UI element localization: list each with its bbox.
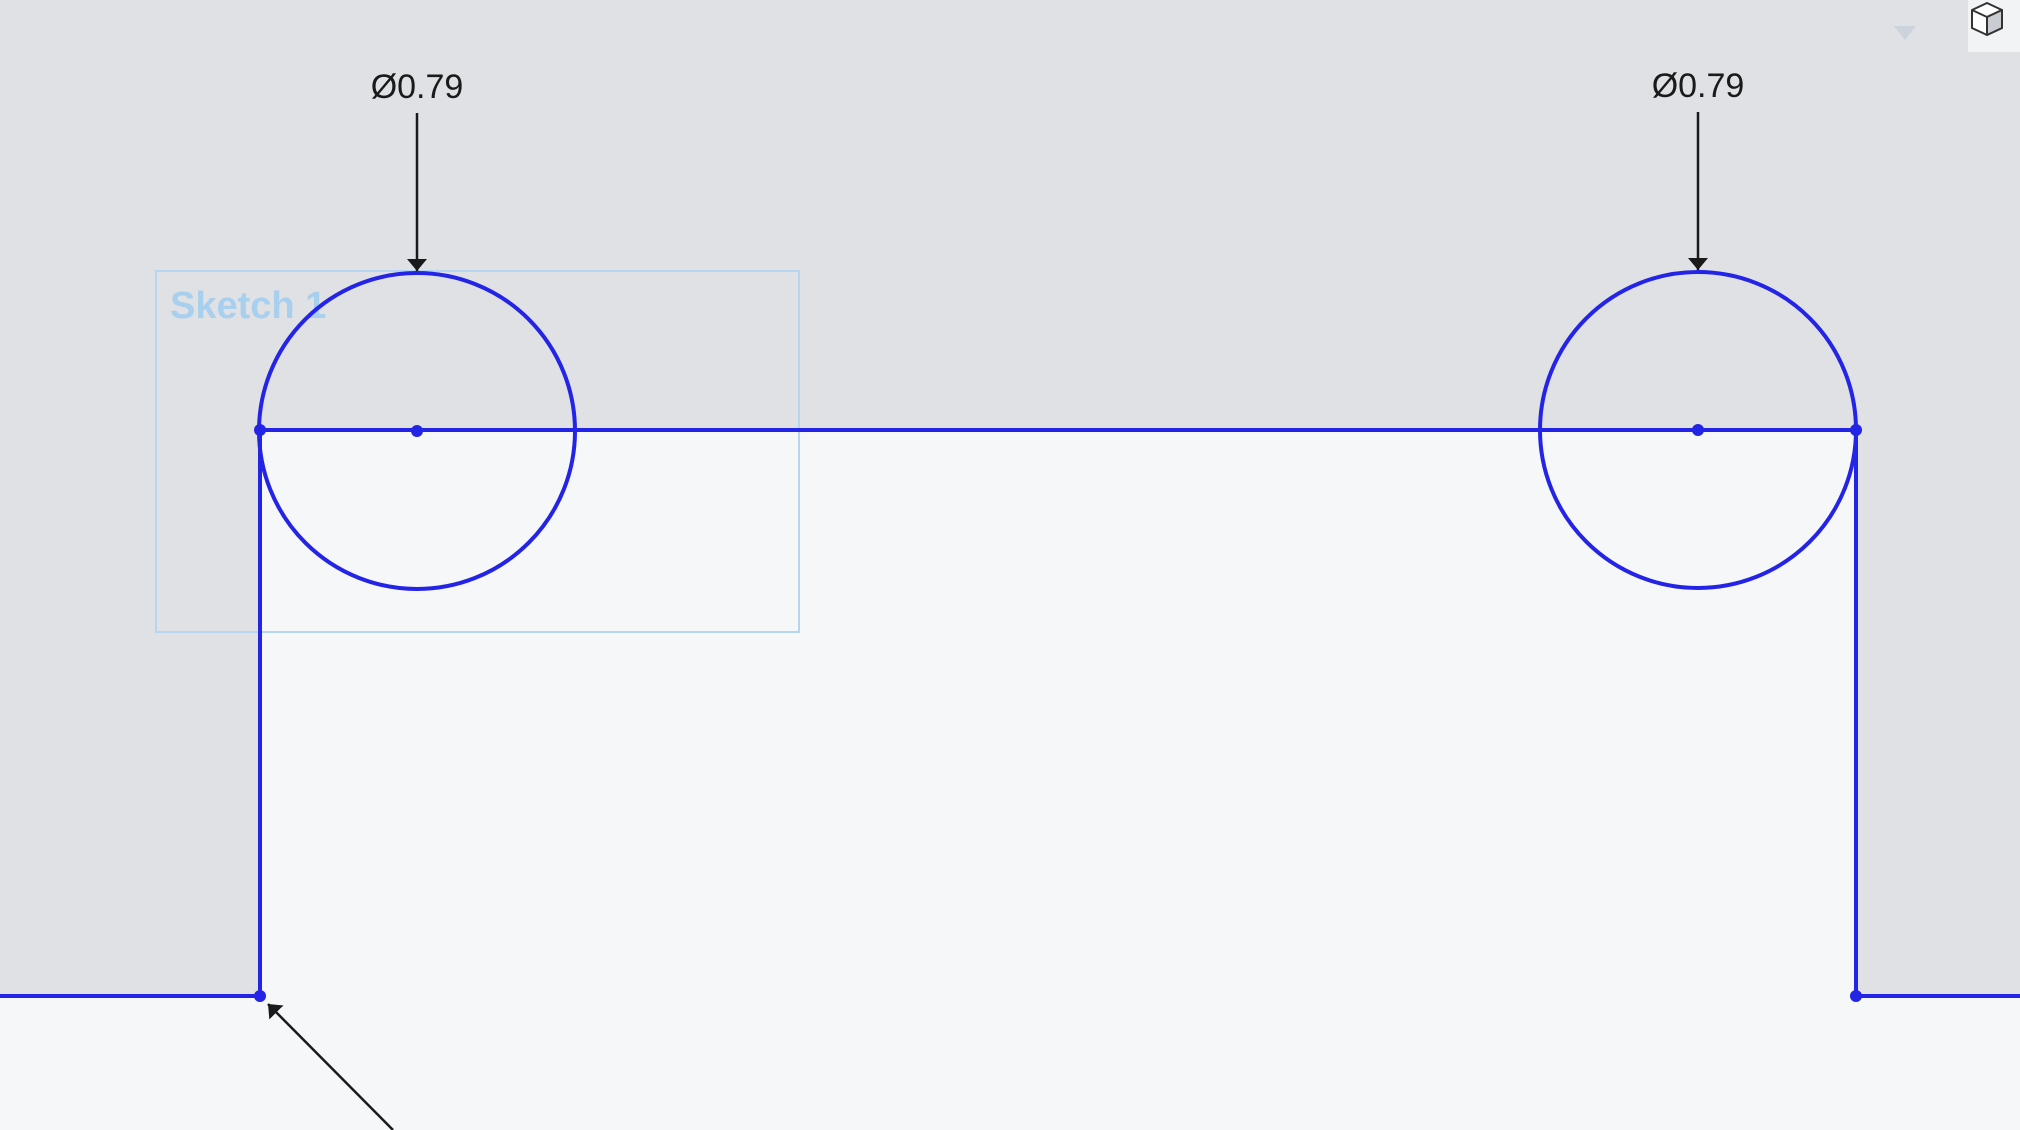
view-dropdown-button[interactable]	[1890, 18, 1920, 48]
sketch-point[interactable]	[1850, 424, 1862, 436]
sketch-bounding-box[interactable]	[155, 270, 800, 633]
triangle-down-icon	[1894, 26, 1916, 40]
view-cube-button[interactable]	[1968, 0, 2020, 52]
dimension-label-left[interactable]: Ø0.79	[371, 68, 464, 106]
dimension-leader-bottom	[267, 1003, 394, 1130]
view-cube-icon	[1971, 2, 2003, 36]
circle-center-point[interactable]	[411, 425, 423, 437]
dimension-label-right[interactable]: Ø0.79	[1652, 67, 1745, 105]
sketch-point[interactable]	[1850, 990, 1862, 1002]
sketch-label[interactable]: Sketch 1	[170, 285, 326, 327]
sketch-point[interactable]	[254, 424, 266, 436]
sketch-point[interactable]	[254, 990, 266, 1002]
circle-center-point[interactable]	[1692, 424, 1704, 436]
part-face[interactable]	[0, 430, 2020, 1130]
